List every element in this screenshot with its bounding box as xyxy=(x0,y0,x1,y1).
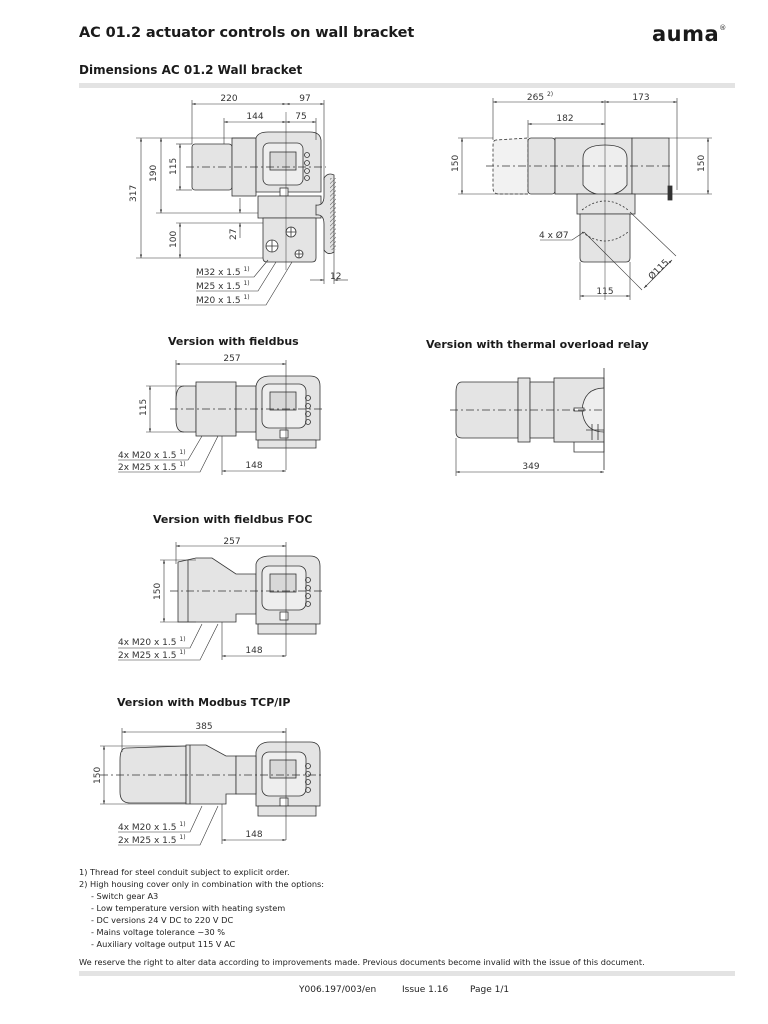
svg-text:190: 190 xyxy=(149,165,159,182)
svg-text:4x M20 x 1.5 1): 4x M20 x 1.5 1) xyxy=(118,821,186,833)
issue-number: Issue 1.16 xyxy=(402,985,449,995)
footnote-option: - Low temperature version with heating s… xyxy=(91,903,286,913)
svg-text:2x M25 x 1.5 1): 2x M25 x 1.5 1) xyxy=(118,834,186,846)
fieldbus-foc-labels: 257 150 148 4x M20 x 1.5 1) 2x M25 x 1.5… xyxy=(118,537,263,661)
svg-text:173: 173 xyxy=(632,93,649,103)
svg-text:97: 97 xyxy=(299,94,310,104)
footnote-1: 1) Thread for steel conduit subject to e… xyxy=(79,867,290,877)
modbus-title: Version with Modbus TCP/IP xyxy=(117,696,291,709)
footnote-2: 2) High housing cover only in combinatio… xyxy=(79,879,325,889)
svg-text:M32 x 1.5 1): M32 x 1.5 1) xyxy=(196,266,250,278)
section-title: Dimensions AC 01.2 Wall bracket xyxy=(79,63,303,77)
top-view-drawing xyxy=(486,100,673,300)
svg-text:M20 x 1.5 1): M20 x 1.5 1) xyxy=(196,294,250,306)
svg-text:Ø115: Ø115 xyxy=(646,257,671,282)
svg-text:2x M25 x 1.5 1): 2x M25 x 1.5 1) xyxy=(118,649,186,661)
svg-text:317: 317 xyxy=(129,185,139,202)
svg-text:4x M20 x 1.5 1): 4x M20 x 1.5 1) xyxy=(118,449,186,461)
document-id: Y006.197/003/en xyxy=(299,985,377,995)
top-divider xyxy=(79,83,735,88)
side-view-drawing xyxy=(186,112,336,270)
disclaimer: We reserve the right to alter data accor… xyxy=(79,957,645,967)
svg-text:150: 150 xyxy=(93,767,103,784)
svg-text:27: 27 xyxy=(229,229,239,240)
page-number: Page 1/1 xyxy=(470,985,510,995)
svg-text:150: 150 xyxy=(153,583,163,600)
svg-text:220: 220 xyxy=(220,94,237,104)
svg-text:148: 148 xyxy=(245,646,262,656)
modbus-labels: 385 150 148 4x M20 x 1.5 1) 2x M25 x 1.5… xyxy=(93,722,263,846)
document-title: AC 01.2 actuator controls on wall bracke… xyxy=(79,25,415,41)
fieldbus-labels: 257 115 148 4x M20 x 1.5 1) 2x M25 x 1.5… xyxy=(118,354,263,473)
registered-mark: ® xyxy=(719,24,727,32)
side-view-dimensions xyxy=(136,100,348,306)
svg-text:2x M25 x 1.5 1): 2x M25 x 1.5 1) xyxy=(118,461,186,473)
footnote-option: - Switch gear A3 xyxy=(91,891,159,901)
svg-text:257: 257 xyxy=(223,354,240,364)
svg-text:12: 12 xyxy=(330,272,341,282)
svg-text:349: 349 xyxy=(522,462,539,472)
svg-text:150: 150 xyxy=(697,155,707,172)
side-view-labels: 220 97 144 75 317 190 115 100 27 12 M32 … xyxy=(129,94,341,306)
modbus-drawing xyxy=(100,741,322,817)
svg-text:115: 115 xyxy=(169,158,179,175)
svg-text:144: 144 xyxy=(246,112,263,122)
fieldbus-foc-title: Version with fieldbus FOC xyxy=(153,513,313,526)
auma-logo: auma® xyxy=(652,22,727,46)
svg-text:385: 385 xyxy=(195,722,212,732)
modbus-dimensions xyxy=(100,728,287,846)
svg-text:4x M20 x 1.5 1): 4x M20 x 1.5 1) xyxy=(118,636,186,648)
footnote-option: - Auxiliary voltage output 115 V AC xyxy=(91,939,236,949)
fieldbus-foc-dimensions xyxy=(118,542,287,661)
svg-text:150: 150 xyxy=(451,155,461,172)
footnotes: 1) Thread for steel conduit subject to e… xyxy=(79,866,324,950)
thermal-title: Version with thermal overload relay xyxy=(426,338,649,351)
footnote-option: - Mains voltage tolerance −30 % xyxy=(91,927,226,937)
fieldbus-drawing xyxy=(170,375,322,449)
svg-text:265 2): 265 2) xyxy=(527,91,553,103)
svg-text:115: 115 xyxy=(139,399,149,416)
svg-text:115: 115 xyxy=(596,287,613,297)
svg-text:182: 182 xyxy=(556,114,573,124)
thermal-dimensions xyxy=(455,438,604,476)
svg-text:75: 75 xyxy=(295,112,306,122)
logo-text: auma xyxy=(652,22,720,46)
svg-text:148: 148 xyxy=(245,830,262,840)
footnote-option: - DC versions 24 V DC to 220 V DC xyxy=(91,915,234,925)
top-view-dimensions xyxy=(458,98,712,300)
thermal-drawing xyxy=(450,368,605,470)
svg-text:257: 257 xyxy=(223,537,240,547)
svg-text:100: 100 xyxy=(169,231,179,248)
svg-text:4 x Ø7: 4 x Ø7 xyxy=(539,230,569,241)
thermal-labels: 349 xyxy=(522,462,539,472)
svg-text:148: 148 xyxy=(245,461,262,471)
bottom-divider xyxy=(79,971,735,976)
fieldbus-dimensions xyxy=(118,360,287,475)
fieldbus-title: Version with fieldbus xyxy=(168,335,299,348)
fieldbus-foc-drawing xyxy=(170,555,322,635)
svg-text:M25 x 1.5 1): M25 x 1.5 1) xyxy=(196,280,250,292)
